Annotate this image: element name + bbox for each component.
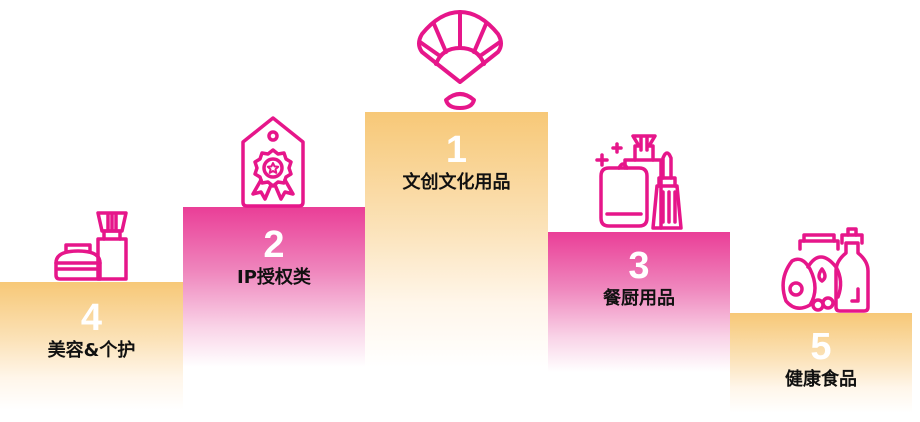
podium-rank-1: 1 文创文化用品 bbox=[365, 112, 548, 367]
podium-rank-2: 2 IP授权类 bbox=[183, 207, 365, 367]
category-label: 美容&个护 bbox=[47, 340, 136, 361]
cosmetics-icon bbox=[50, 205, 130, 283]
podium-rank-3: 3 餐厨用品 bbox=[548, 232, 730, 372]
category-label: IP授权类 bbox=[237, 267, 311, 288]
category-label: 健康食品 bbox=[785, 369, 857, 390]
podium-rank-4: 4 美容&个护 bbox=[0, 282, 183, 410]
award-tag-icon bbox=[237, 114, 309, 210]
rank-number: 2 bbox=[263, 224, 285, 266]
rank-number: 5 bbox=[810, 326, 832, 368]
rank-number: 1 bbox=[445, 129, 468, 171]
health-food-icon bbox=[778, 225, 870, 315]
kitchenware-icon bbox=[595, 130, 687, 232]
rank-number: 3 bbox=[628, 245, 650, 287]
category-label: 文创文化用品 bbox=[402, 172, 511, 193]
podium-rank-5: 5 健康食品 bbox=[730, 313, 912, 413]
folding-fan-icon bbox=[412, 4, 508, 112]
category-label: 餐厨用品 bbox=[603, 288, 675, 309]
rank-number: 4 bbox=[80, 297, 103, 339]
